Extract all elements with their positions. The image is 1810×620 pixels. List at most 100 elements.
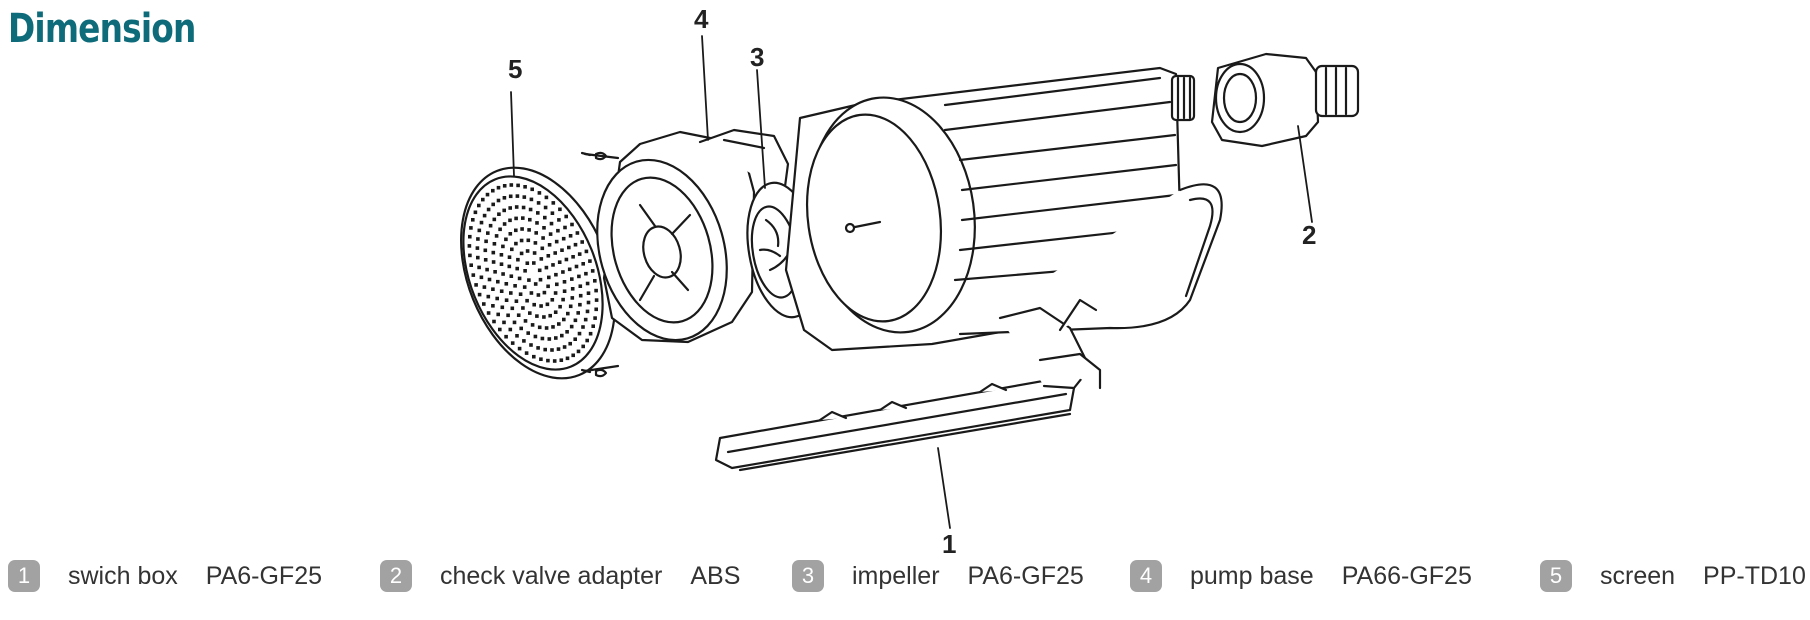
screen-hole [526, 331, 530, 335]
screen-hole [537, 325, 542, 330]
screen-hole [570, 287, 575, 291]
screen-hole [557, 260, 562, 264]
screen-hole [554, 272, 558, 277]
screen-hole [576, 311, 580, 315]
screen-hole [479, 220, 484, 225]
screen-hole [483, 258, 488, 262]
screen-hole [555, 282, 559, 287]
screen-hole [519, 326, 523, 331]
screen-hole [507, 255, 512, 259]
screen-hole [586, 300, 591, 305]
screen-hole [578, 284, 583, 288]
screen-hole [523, 319, 528, 323]
screen-hole [552, 359, 557, 363]
screen-hole [508, 206, 512, 210]
screen-hole [499, 262, 504, 266]
leader-3 [756, 69, 766, 189]
screen-hole [580, 240, 584, 244]
legend-number-badge: 2 [380, 560, 412, 592]
screen-hole [581, 262, 585, 266]
screen-hole [571, 353, 575, 358]
screen-hole [514, 216, 518, 221]
screen-hole [540, 336, 545, 341]
screen-hole [499, 289, 504, 293]
legend-item: 1 swich box PA6-GF25 [8, 558, 322, 594]
screen-hole [518, 292, 523, 296]
screen-hole [577, 331, 582, 336]
screen-hole [532, 251, 537, 255]
screen-hole [510, 247, 514, 252]
screen-hole [570, 222, 574, 227]
screen-hole [534, 231, 538, 235]
screen-hole [563, 225, 567, 230]
screen-hole [565, 330, 569, 334]
screen-hole [496, 312, 500, 317]
legend-part-name: check valve adapter [440, 561, 663, 590]
screen-hole [493, 270, 497, 274]
screen-hole [570, 296, 575, 300]
screen-hole [507, 264, 512, 269]
screen-hole [485, 192, 490, 197]
screen-hole [533, 334, 538, 339]
screen-hole [585, 281, 590, 286]
screen-hole [499, 253, 504, 257]
screen-hole [509, 183, 514, 187]
screen-hole [565, 356, 570, 361]
legend-number-badge: 1 [8, 560, 40, 592]
legend-part-material: PA66-GF25 [1341, 561, 1472, 590]
screen-hole [573, 337, 577, 341]
screen-hole [477, 203, 481, 208]
callout-3: 3 [750, 42, 764, 72]
screen-hole [594, 288, 598, 293]
screen-hole [502, 196, 507, 200]
legend-item: 4 pump base PA66-GF25 [1130, 558, 1472, 594]
legend-number-badge: 3 [792, 560, 824, 592]
screen-hole [551, 263, 555, 267]
screen-hole [542, 315, 546, 319]
screen-hole [537, 268, 542, 273]
screen-hole [501, 244, 505, 249]
screen-hole [468, 253, 472, 258]
screen-hole [584, 249, 589, 254]
screen-hole [497, 212, 501, 216]
screen-hole [502, 184, 507, 188]
screen-hole [491, 304, 495, 308]
screen-hole [523, 185, 527, 189]
screen-hole [593, 279, 597, 283]
screen-hole [539, 257, 544, 261]
screen-hole [528, 217, 532, 222]
screen-hole [517, 346, 522, 351]
screen-hole [525, 261, 530, 265]
leader-1 [937, 447, 951, 529]
screen-hole [532, 302, 536, 307]
screen-hole [571, 255, 575, 259]
screen-hole [554, 336, 558, 340]
screen-hole [530, 323, 535, 327]
screen-hole [515, 334, 519, 338]
legend-item: 2 check valve adapter ABS [380, 558, 740, 594]
screen-hole [486, 311, 491, 315]
screen-hole [542, 226, 546, 230]
screen-hole [540, 246, 545, 251]
screen-hole [471, 273, 476, 277]
screen-hole [546, 358, 550, 363]
screen-hole [486, 294, 491, 299]
screen-hole [514, 299, 519, 303]
screen-hole [467, 244, 472, 248]
screen-hole [543, 205, 548, 210]
screen-hole [496, 279, 500, 284]
screen-hole [560, 248, 564, 252]
screen-hole [538, 277, 543, 282]
legend-part-name: pump base [1190, 561, 1314, 590]
screen-hole [568, 234, 573, 238]
screen-hole [491, 287, 495, 291]
screen-hole [568, 341, 572, 346]
screen-hole [553, 251, 557, 255]
screen-hole [488, 223, 493, 228]
motor-housing-part [784, 66, 1223, 352]
screen-hole [577, 252, 582, 256]
screen-hole [556, 347, 561, 351]
screen-hole [522, 339, 526, 343]
callout-4: 4 [694, 4, 709, 34]
screen-hole [492, 217, 497, 222]
